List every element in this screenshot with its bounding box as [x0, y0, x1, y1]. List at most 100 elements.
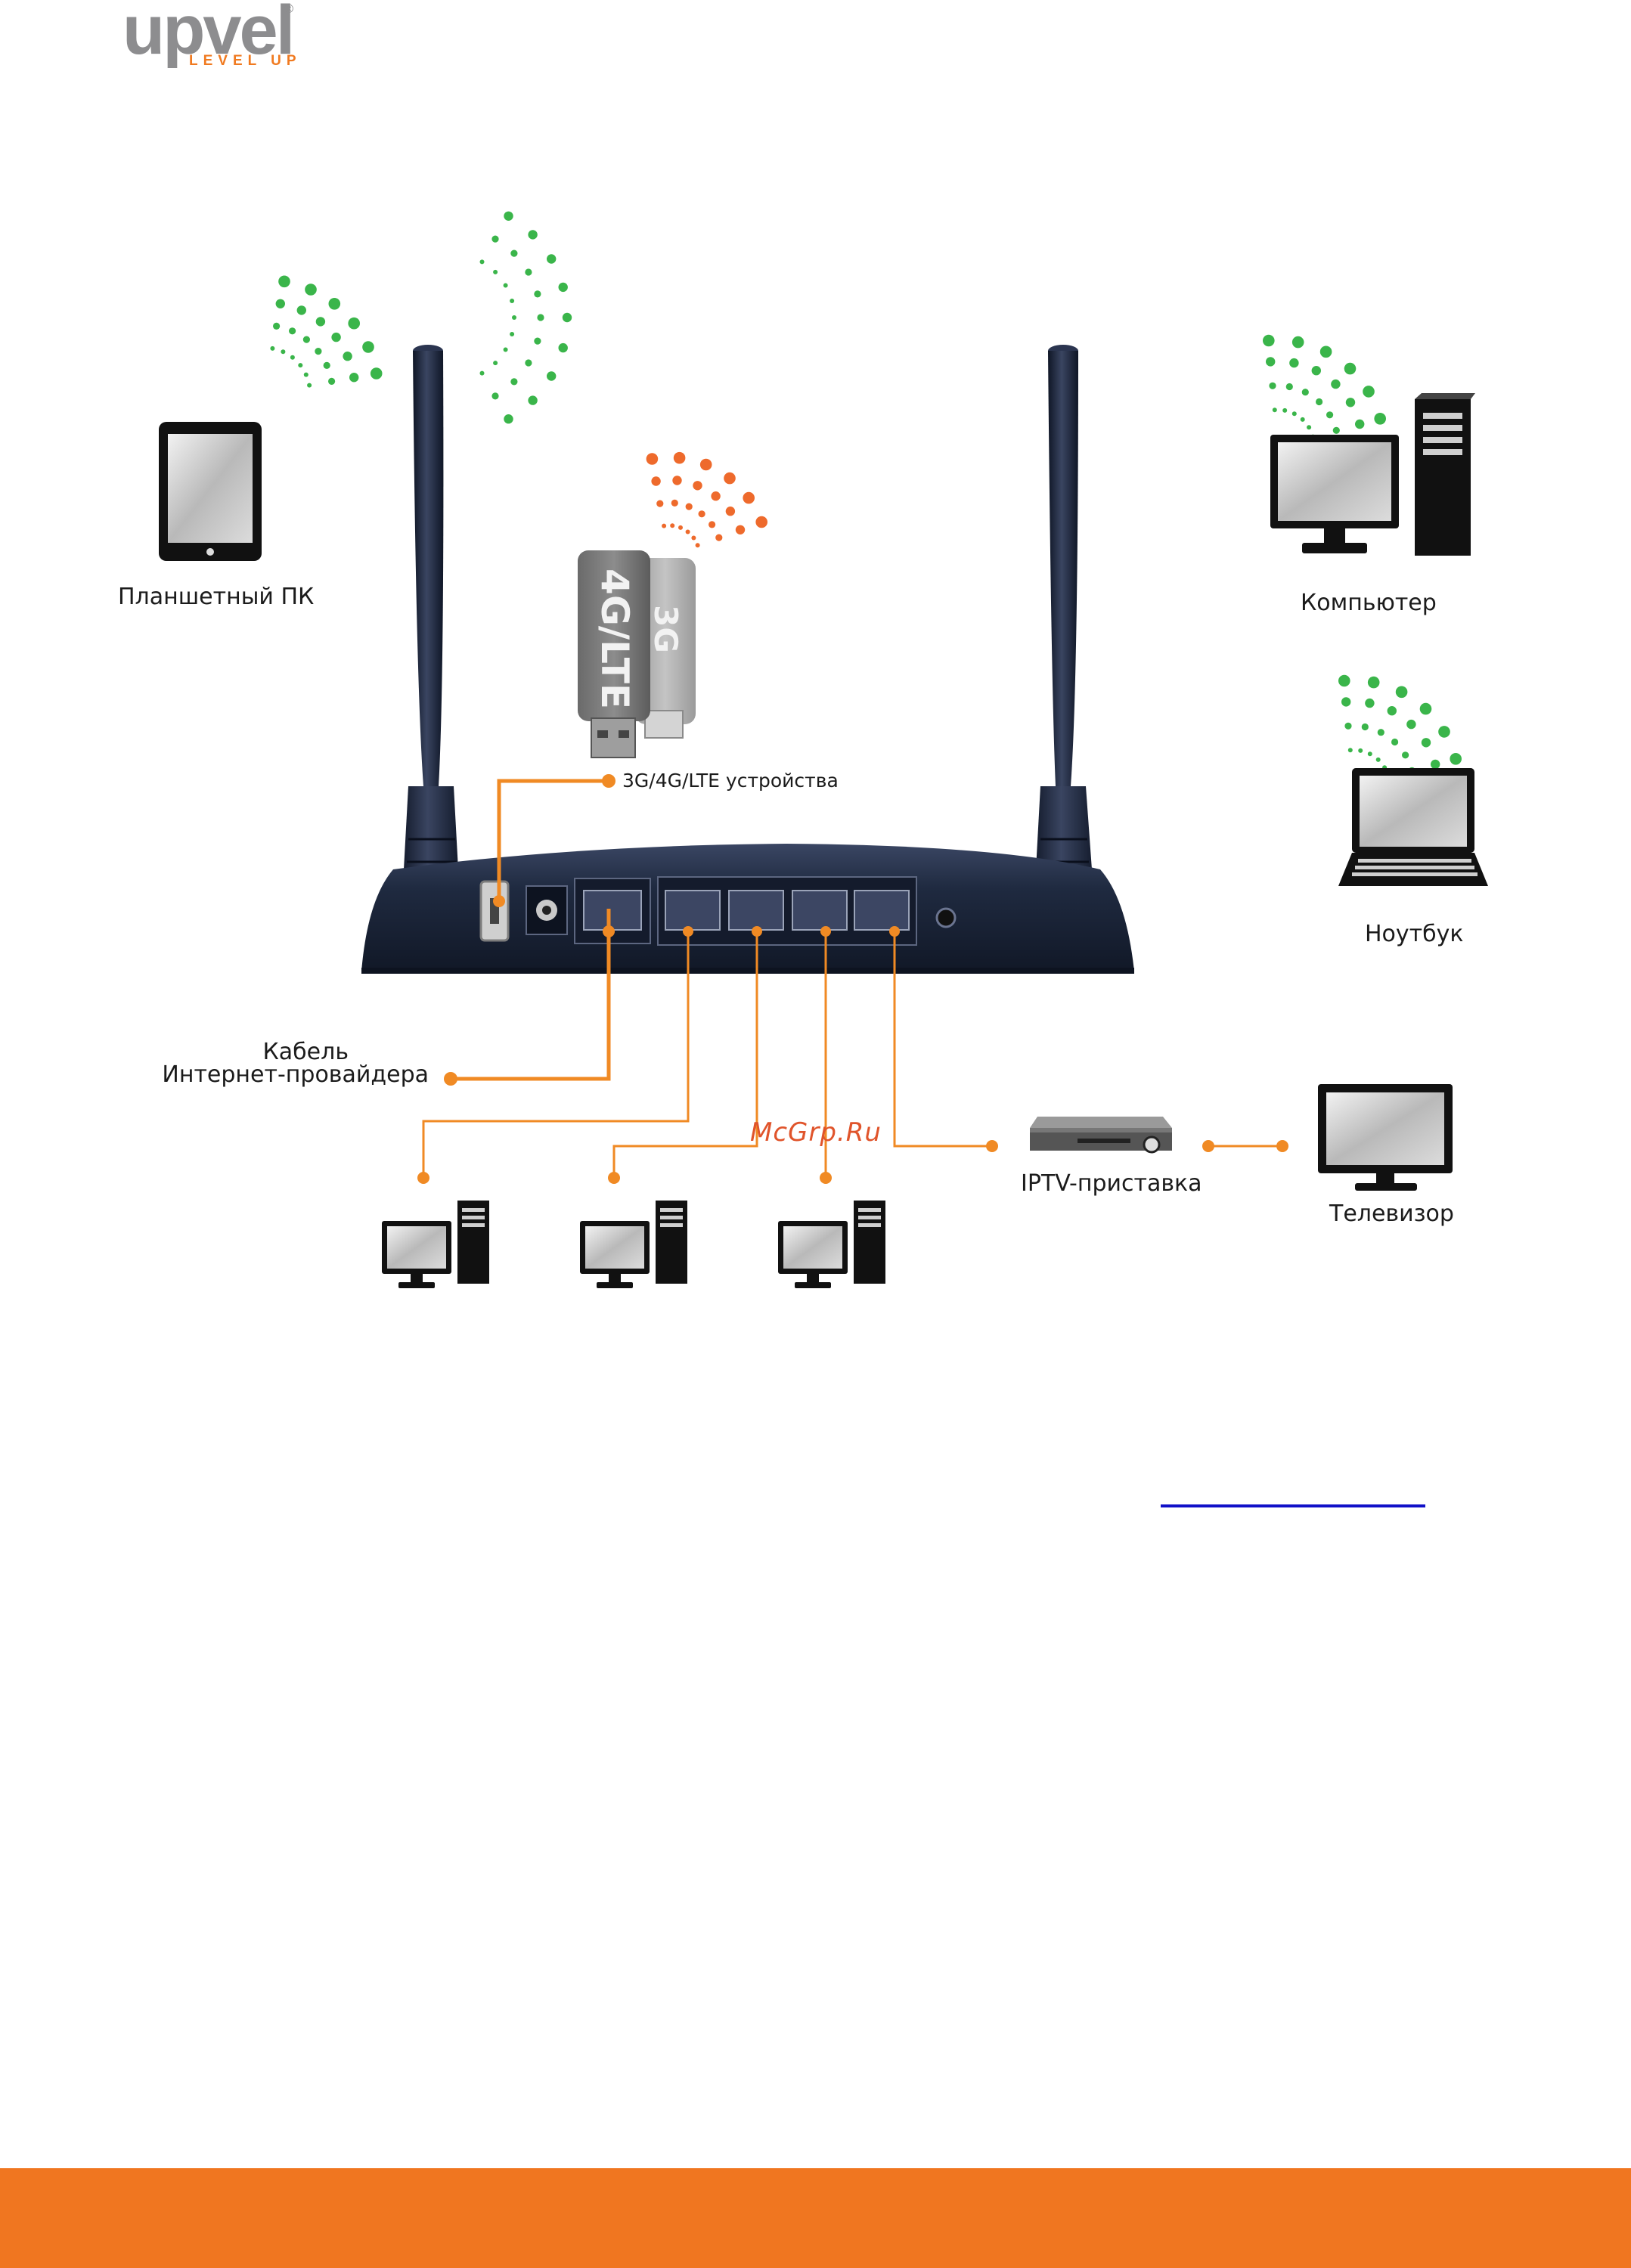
signal-dot	[1395, 686, 1408, 699]
signal-dot	[709, 521, 716, 528]
signal-dot	[1285, 383, 1293, 391]
signal-dot	[1263, 334, 1275, 347]
signal-dot	[1316, 398, 1323, 406]
signal-dot	[307, 383, 312, 388]
signal-dot	[278, 275, 290, 288]
tablet-label: Планшетный ПК	[118, 584, 315, 610]
signal-dot	[662, 523, 667, 528]
wifi-signal-icons	[270, 211, 1462, 779]
signal-dot	[1272, 407, 1277, 413]
signal-dot	[1269, 382, 1276, 389]
logo-wordmark: upvel	[122, 0, 295, 69]
signal-dot	[724, 472, 736, 485]
signal-dot	[1326, 411, 1334, 419]
signal-dot	[504, 414, 513, 424]
logo-tagline: LEVEL UP	[189, 53, 302, 69]
signal-dot	[493, 361, 498, 366]
cable-lines	[422, 779, 1282, 1178]
modem-stick-front-label: 4G/LTE	[593, 569, 637, 709]
signal-dot	[1450, 753, 1462, 765]
footer-bar	[0, 2168, 1631, 2268]
signal-dot	[270, 345, 275, 351]
signal-dot	[349, 373, 359, 383]
signal-dot	[510, 249, 518, 257]
signal-dot	[695, 543, 700, 548]
signal-dot	[1344, 722, 1352, 730]
signal-dot	[1374, 413, 1386, 425]
signal-dot	[479, 370, 485, 376]
signal-dot	[370, 367, 383, 380]
signal-dot	[1307, 425, 1312, 430]
signal-dot	[537, 314, 544, 321]
modem-signal-icon	[646, 451, 767, 548]
signal-dot	[328, 298, 341, 310]
signal-dot	[296, 305, 306, 315]
signal-dot	[510, 299, 515, 303]
router-wifi-icon	[479, 211, 572, 424]
signal-dot	[1291, 411, 1297, 417]
signal-dot	[1431, 759, 1440, 770]
signal-dot	[1266, 357, 1276, 367]
signal-dot	[725, 507, 736, 516]
tv-icon	[1318, 1084, 1453, 1191]
signal-dot	[323, 361, 330, 369]
laptop-label: Ноутбук	[1365, 921, 1464, 947]
isp-cable-label-line1: Кабель	[262, 1039, 349, 1065]
signal-dot	[1300, 417, 1305, 422]
signal-dot	[699, 458, 712, 471]
signal-dot	[673, 451, 686, 464]
signal-dot	[711, 491, 721, 501]
signal-dot	[289, 327, 296, 335]
signal-dot	[558, 282, 568, 293]
signal-dot	[302, 336, 310, 343]
signal-dot	[328, 377, 336, 385]
signal-dot	[331, 332, 341, 342]
hyperlink-underline[interactable]	[1161, 1504, 1425, 1507]
signal-dot	[493, 269, 498, 274]
signal-dot	[491, 235, 499, 243]
isp-cable-label-line2: Интернет-провайдера	[162, 1061, 429, 1088]
signal-dot	[1345, 398, 1356, 407]
signal-dot	[1291, 336, 1304, 349]
signal-dot	[562, 312, 572, 323]
laptop-wifi-icon	[1338, 674, 1462, 779]
signal-dot	[685, 529, 690, 534]
signal-dot	[651, 476, 661, 486]
signal-dot	[525, 359, 532, 367]
signal-dot	[1367, 676, 1380, 689]
signal-dot	[503, 347, 508, 352]
logo-registered-mark: ®	[283, 2, 295, 16]
signal-dot	[547, 371, 557, 381]
signal-dot	[298, 363, 303, 368]
signal-dot	[755, 516, 767, 528]
signal-dot	[691, 535, 696, 541]
signal-dot	[343, 352, 352, 361]
signal-dot	[315, 317, 326, 327]
signal-dot	[1332, 426, 1340, 434]
signal-dot	[534, 290, 541, 298]
signal-dot	[504, 211, 513, 221]
desktop-computer-icon	[1270, 393, 1475, 556]
signal-dot	[1377, 729, 1384, 736]
signal-dot	[1365, 698, 1375, 708]
signal-dot	[1355, 419, 1365, 429]
signal-dot	[547, 254, 557, 264]
signal-dot	[1421, 738, 1431, 748]
signal-dot	[528, 395, 538, 405]
signal-dot	[1311, 366, 1322, 376]
computer-wifi-icon	[1263, 334, 1386, 439]
lan-computer-icon	[382, 1201, 489, 1288]
signal-dot	[1438, 726, 1450, 738]
signal-dot	[735, 525, 746, 534]
signal-dot	[348, 317, 361, 330]
signal-dot	[1319, 345, 1332, 358]
signal-dot	[1391, 738, 1399, 746]
signal-dot	[315, 348, 322, 355]
signal-dot	[1363, 386, 1375, 398]
signal-dot	[305, 284, 317, 296]
signal-dot	[1338, 674, 1350, 687]
signal-dot	[1367, 751, 1372, 757]
signal-dot	[1358, 748, 1363, 753]
watermark-text: McGrp.Ru	[750, 1117, 882, 1148]
